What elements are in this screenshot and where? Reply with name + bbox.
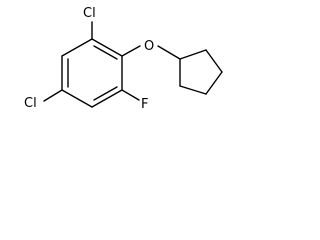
bond-o-cyclopentyl [157, 45, 181, 60]
atom-label-chlorine-top: Cl [83, 6, 96, 21]
benzene-ring [61, 38, 123, 108]
ring-bond-c4-c5 [61, 89, 93, 108]
atom-label-chlorine-bottom: Cl [24, 96, 37, 111]
ring-bond-c1-c2 [91, 38, 123, 57]
bond-c5-cl [43, 89, 63, 102]
bond-c2-o [121, 45, 141, 57]
ring-double-bond-inner-c1-c2 [93, 45, 118, 60]
cyclopentane-bond-3 [205, 71, 223, 95]
cyclopentane-bond-4 [179, 85, 207, 95]
atom-label-oxygen: O [144, 39, 154, 54]
cyclopentane-ring [179, 49, 223, 95]
cyclopentane-bond-2 [205, 49, 223, 73]
bond-c3-f [121, 89, 140, 101]
cyclopentane-bond-1 [179, 49, 207, 60]
atom-label-fluorine: F [141, 97, 148, 112]
ring-double-bond-inner-c3-c4 [93, 86, 118, 101]
ring-bond-c6-c1 [61, 38, 93, 57]
ring-bond-c3-c4 [91, 89, 123, 108]
chemical-structure: Cl O Cl F [24, 6, 223, 112]
